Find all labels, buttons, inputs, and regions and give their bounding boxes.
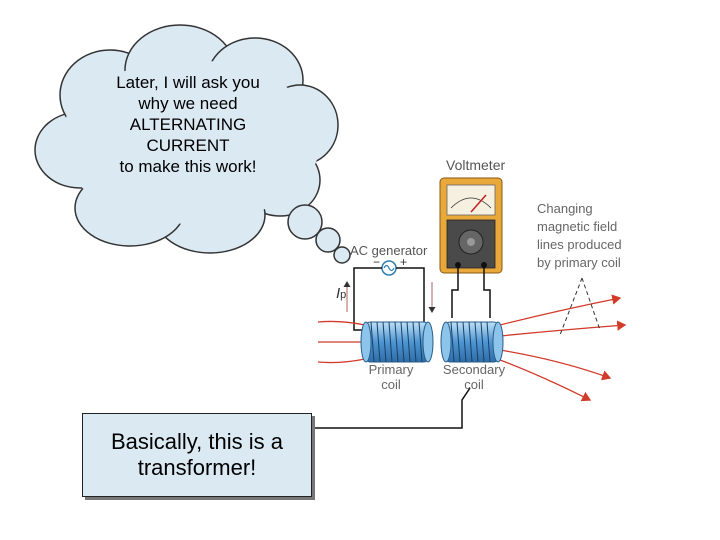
thought-line-5: to make this work! bbox=[119, 157, 257, 176]
current-subscript: p bbox=[340, 289, 347, 301]
secondary-coil bbox=[440, 321, 504, 363]
thought-trail bbox=[287, 204, 351, 264]
voltmeter-needle bbox=[470, 194, 487, 213]
current-label: Ip bbox=[336, 286, 346, 303]
thought-line-4: CURRENT bbox=[146, 136, 230, 155]
primary-coil-label: Primary coil bbox=[360, 362, 422, 392]
primary-circuit-wires bbox=[353, 267, 425, 331]
field-label-pointers bbox=[559, 277, 601, 336]
voltmeter-label: Voltmeter bbox=[446, 157, 506, 173]
primary-coil-label-line-1: Primary bbox=[368, 362, 414, 377]
field-label-line-4: by primary coil bbox=[537, 255, 621, 270]
callout-leader bbox=[310, 387, 471, 429]
field-label: Changing magnetic field lines produced b… bbox=[537, 200, 622, 272]
callout-line-2: transformer! bbox=[137, 455, 257, 480]
thought-bubble-text: Later, I will ask you why we need ALTERN… bbox=[72, 72, 304, 177]
field-label-line-2: magnetic field bbox=[537, 219, 618, 234]
field-label-line-1: Changing bbox=[537, 201, 593, 216]
secondary-coil-label: Secondary coil bbox=[438, 362, 510, 392]
thought-line-2: why we need bbox=[138, 94, 238, 113]
transformer-callout: Basically, this is a transformer! bbox=[82, 413, 312, 497]
voltmeter bbox=[439, 177, 503, 274]
callout-line-1: Basically, this is a bbox=[111, 429, 283, 454]
secondary-coil-label-line-2: coil bbox=[464, 377, 484, 392]
secondary-circuit-wires bbox=[451, 265, 491, 318]
ac-generator-label: AC generator bbox=[350, 243, 428, 258]
current-symbol: I bbox=[336, 285, 341, 302]
ac-generator bbox=[381, 260, 397, 276]
field-label-line-3: lines produced bbox=[537, 237, 622, 252]
magnetic-field-lines bbox=[317, 294, 627, 402]
secondary-coil-label-line-1: Secondary bbox=[442, 362, 506, 377]
thought-bubble bbox=[34, 24, 351, 264]
polarity-minus: − bbox=[373, 255, 381, 269]
polarity-plus: + bbox=[400, 255, 408, 269]
thought-line-3: ALTERNATING bbox=[129, 115, 247, 134]
primary-coil-label-line-2: coil bbox=[381, 377, 401, 392]
thought-line-1: Later, I will ask you bbox=[116, 73, 260, 92]
primary-coil bbox=[360, 321, 434, 363]
